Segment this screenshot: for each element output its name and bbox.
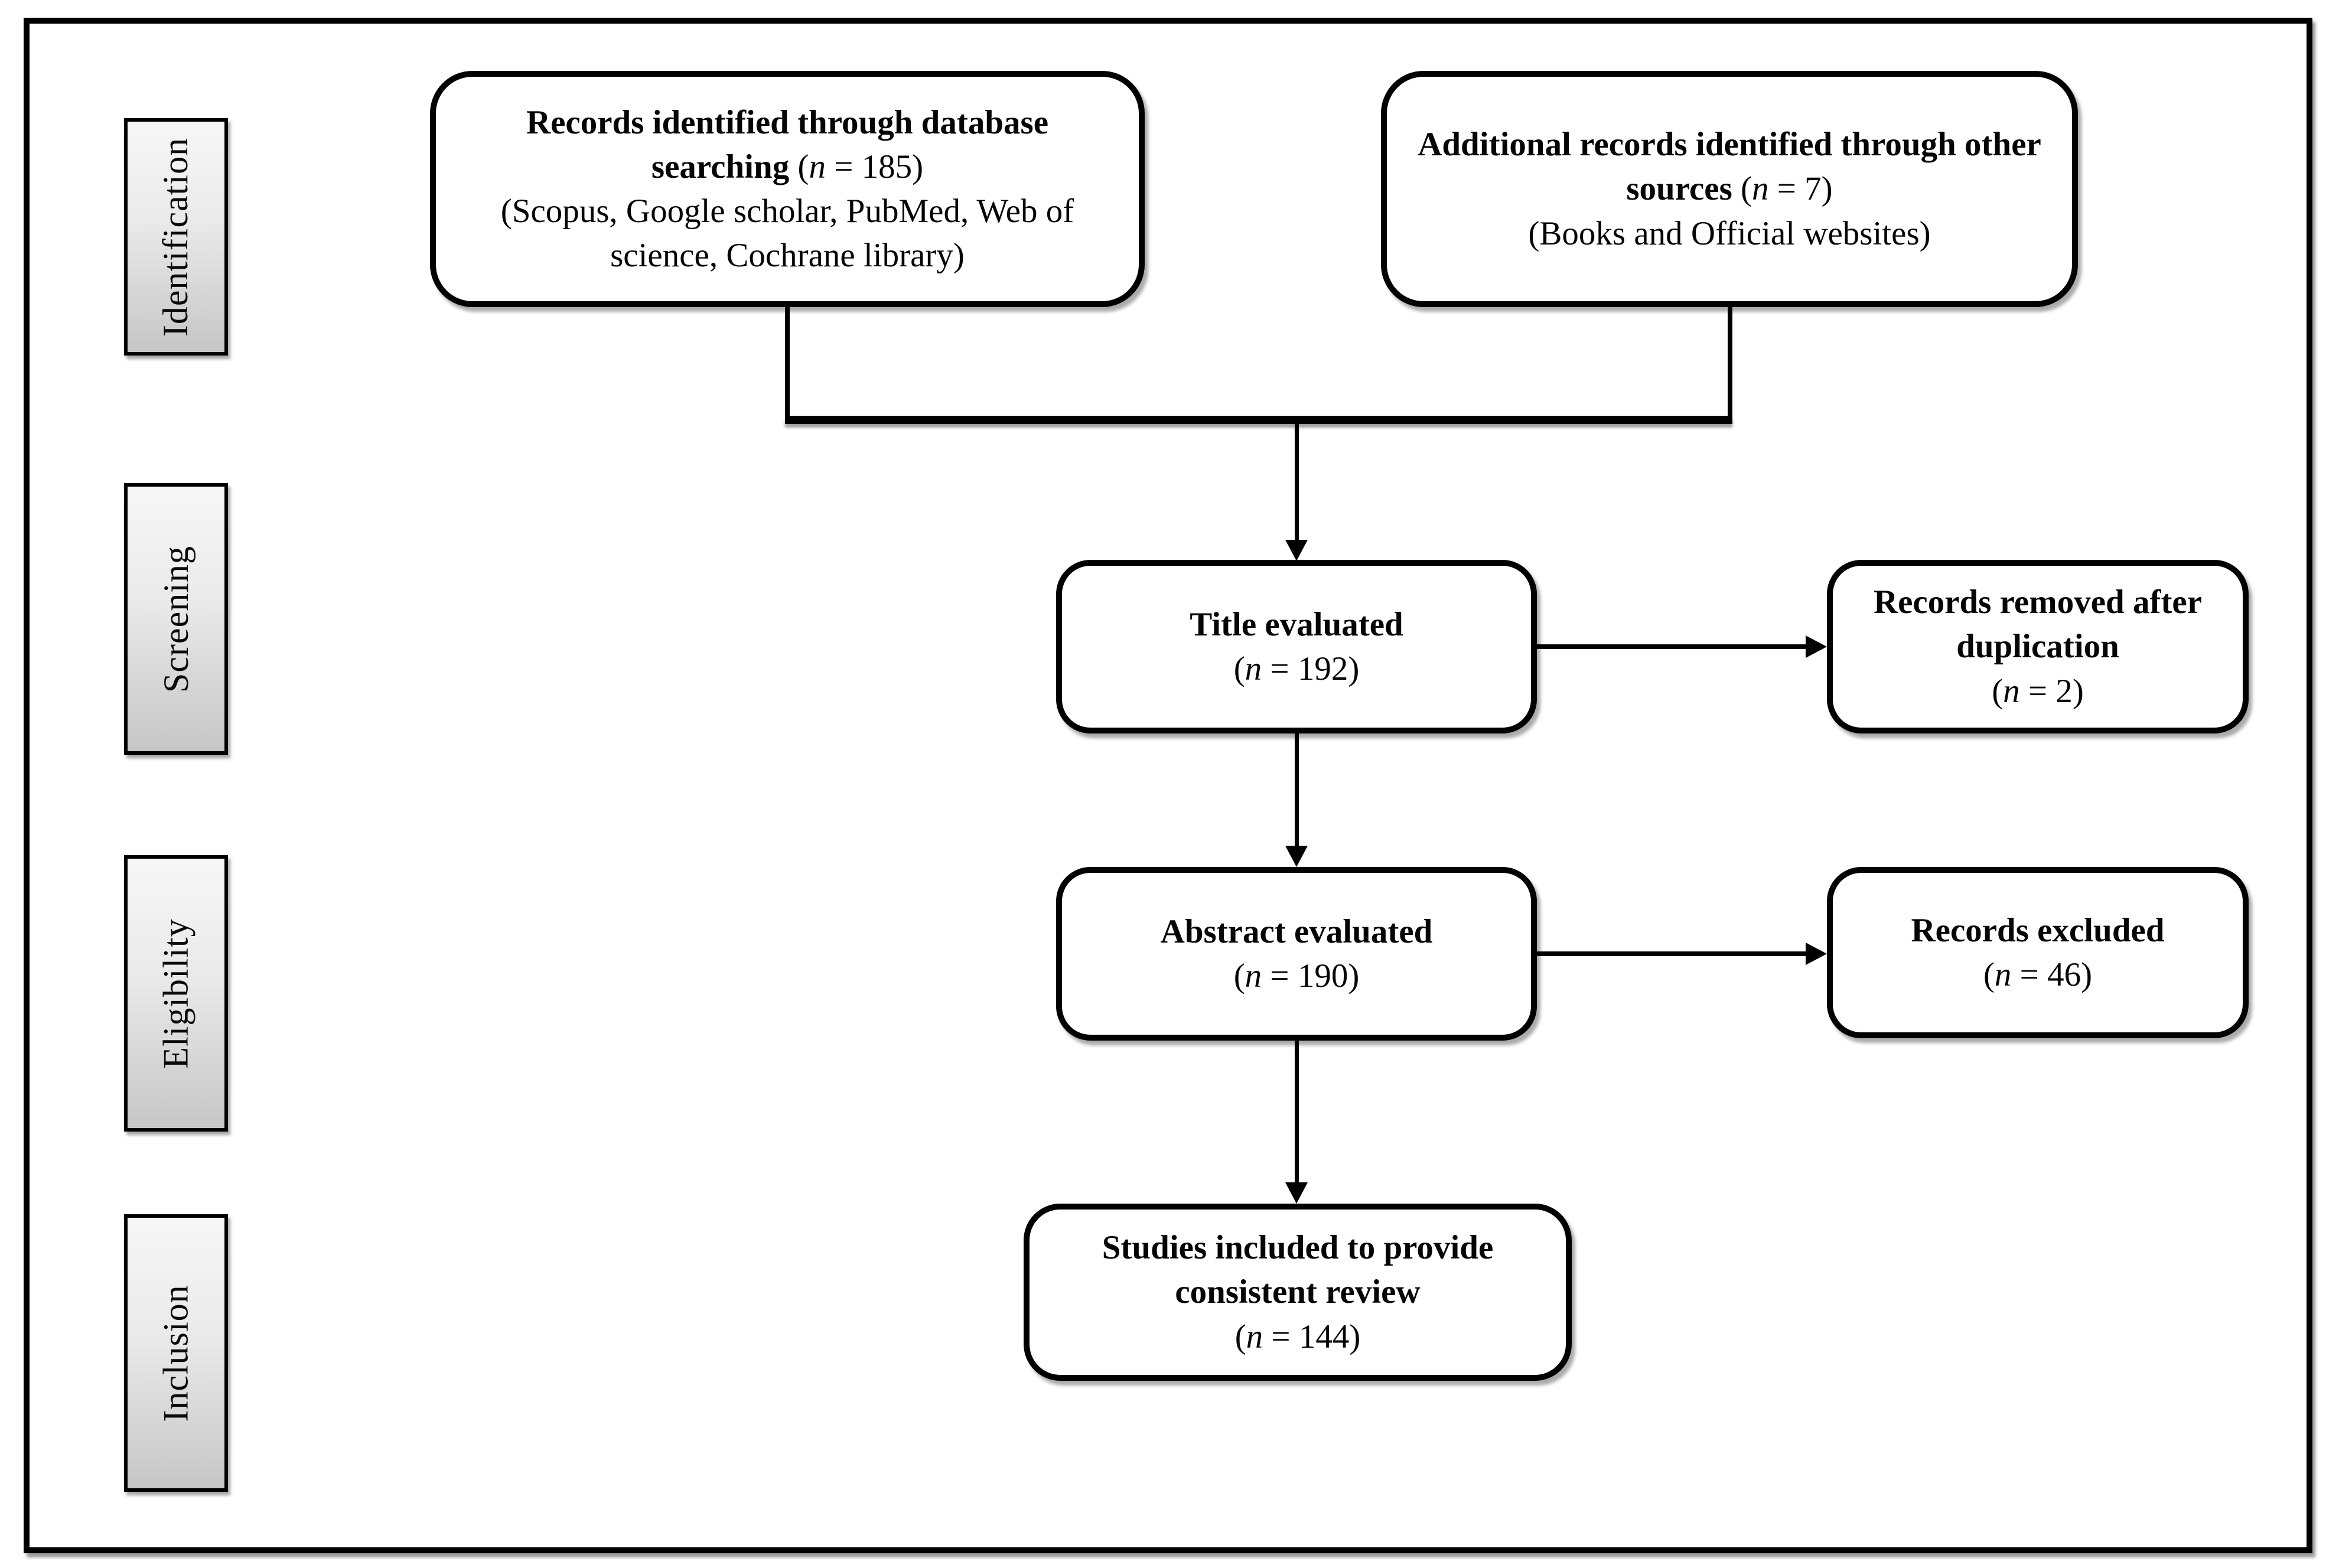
node-bold-text: Additional records identified through ot…: [1418, 126, 2041, 208]
connector-abstract-to-excluded: [1537, 951, 1807, 956]
arrowhead-right-to-excluded: [1806, 943, 1827, 965]
node-count: (n = 7): [1741, 170, 1833, 208]
connector-title-to-removed: [1537, 644, 1807, 649]
node-count: (n = 2): [1992, 672, 2084, 710]
node-count: (n = 46): [1983, 956, 2093, 993]
connector-left-box-down: [785, 306, 790, 422]
node-bold-text: Abstract evaluated: [1160, 912, 1433, 950]
node-records-removed-duplication: Records removed after duplication (n = 2…: [1827, 560, 2249, 734]
node-records-identified-database: Records identified through database sear…: [430, 71, 1145, 307]
connector-title-to-abstract: [1295, 734, 1299, 847]
node-count: (n = 190): [1233, 957, 1360, 995]
node-additional-records-other-sources: Additional records identified through ot…: [1381, 71, 2078, 307]
stage-box-screening: Screening: [124, 483, 228, 755]
arrowhead-down-to-title: [1285, 540, 1308, 561]
connector-join-to-title: [1295, 423, 1299, 541]
node-text: Studies included to provide consistent r…: [1056, 1225, 1539, 1359]
node-bold-text: Records removed after duplication: [1873, 583, 2203, 666]
node-text: Records removed after duplication (n = 2…: [1851, 580, 2225, 713]
stage-label-eligibility: Eligibility: [156, 918, 196, 1069]
arrowhead-down-to-included: [1285, 1182, 1308, 1204]
node-text: Abstract evaluated (n = 190): [1083, 909, 1510, 998]
node-text: Additional records identified through ot…: [1413, 122, 2045, 256]
node-studies-included: Studies included to provide consistent r…: [1024, 1204, 1572, 1381]
node-title-evaluated: Title evaluated (n = 192): [1056, 560, 1537, 734]
node-subtext: (Books and Official websites): [1528, 214, 1931, 252]
stage-label-inclusion: Inclusion: [156, 1284, 196, 1422]
connector-abstract-to-included: [1295, 1041, 1299, 1184]
node-text: Records excluded (n = 46): [1851, 908, 2225, 997]
node-text: Title evaluated (n = 192): [1083, 602, 1510, 691]
stage-label-screening: Screening: [156, 545, 196, 693]
node-bold-text: Title evaluated: [1190, 605, 1403, 643]
node-bold-text: Records excluded: [1911, 911, 2165, 949]
node-text: Records identified through database sear…: [468, 100, 1106, 278]
stage-label-identification: Identification: [156, 137, 196, 337]
node-abstract-evaluated: Abstract evaluated (n = 190): [1056, 867, 1537, 1041]
stage-box-inclusion: Inclusion: [124, 1214, 228, 1492]
connector-right-box-down: [1728, 306, 1732, 422]
stage-box-eligibility: Eligibility: [124, 855, 228, 1132]
node-count: (n = 144): [1234, 1318, 1361, 1355]
arrowhead-down-to-abstract: [1285, 846, 1308, 867]
stage-box-identification: Identification: [124, 118, 228, 356]
node-subtext: (Scopus, Google scholar, PubMed, Web of …: [500, 193, 1074, 275]
node-records-excluded: Records excluded (n = 46): [1827, 867, 2249, 1038]
arrowhead-right-to-removed: [1806, 635, 1827, 658]
node-bold-text: Studies included to provide consistent r…: [1102, 1229, 1494, 1311]
node-count: (n = 185): [797, 148, 924, 185]
node-count: (n = 192): [1233, 650, 1360, 687]
node-bold-text: Records identified through database sear…: [526, 103, 1049, 185]
diagram-border: [24, 18, 2312, 1553]
connector-join-horizontal: [785, 416, 1732, 424]
